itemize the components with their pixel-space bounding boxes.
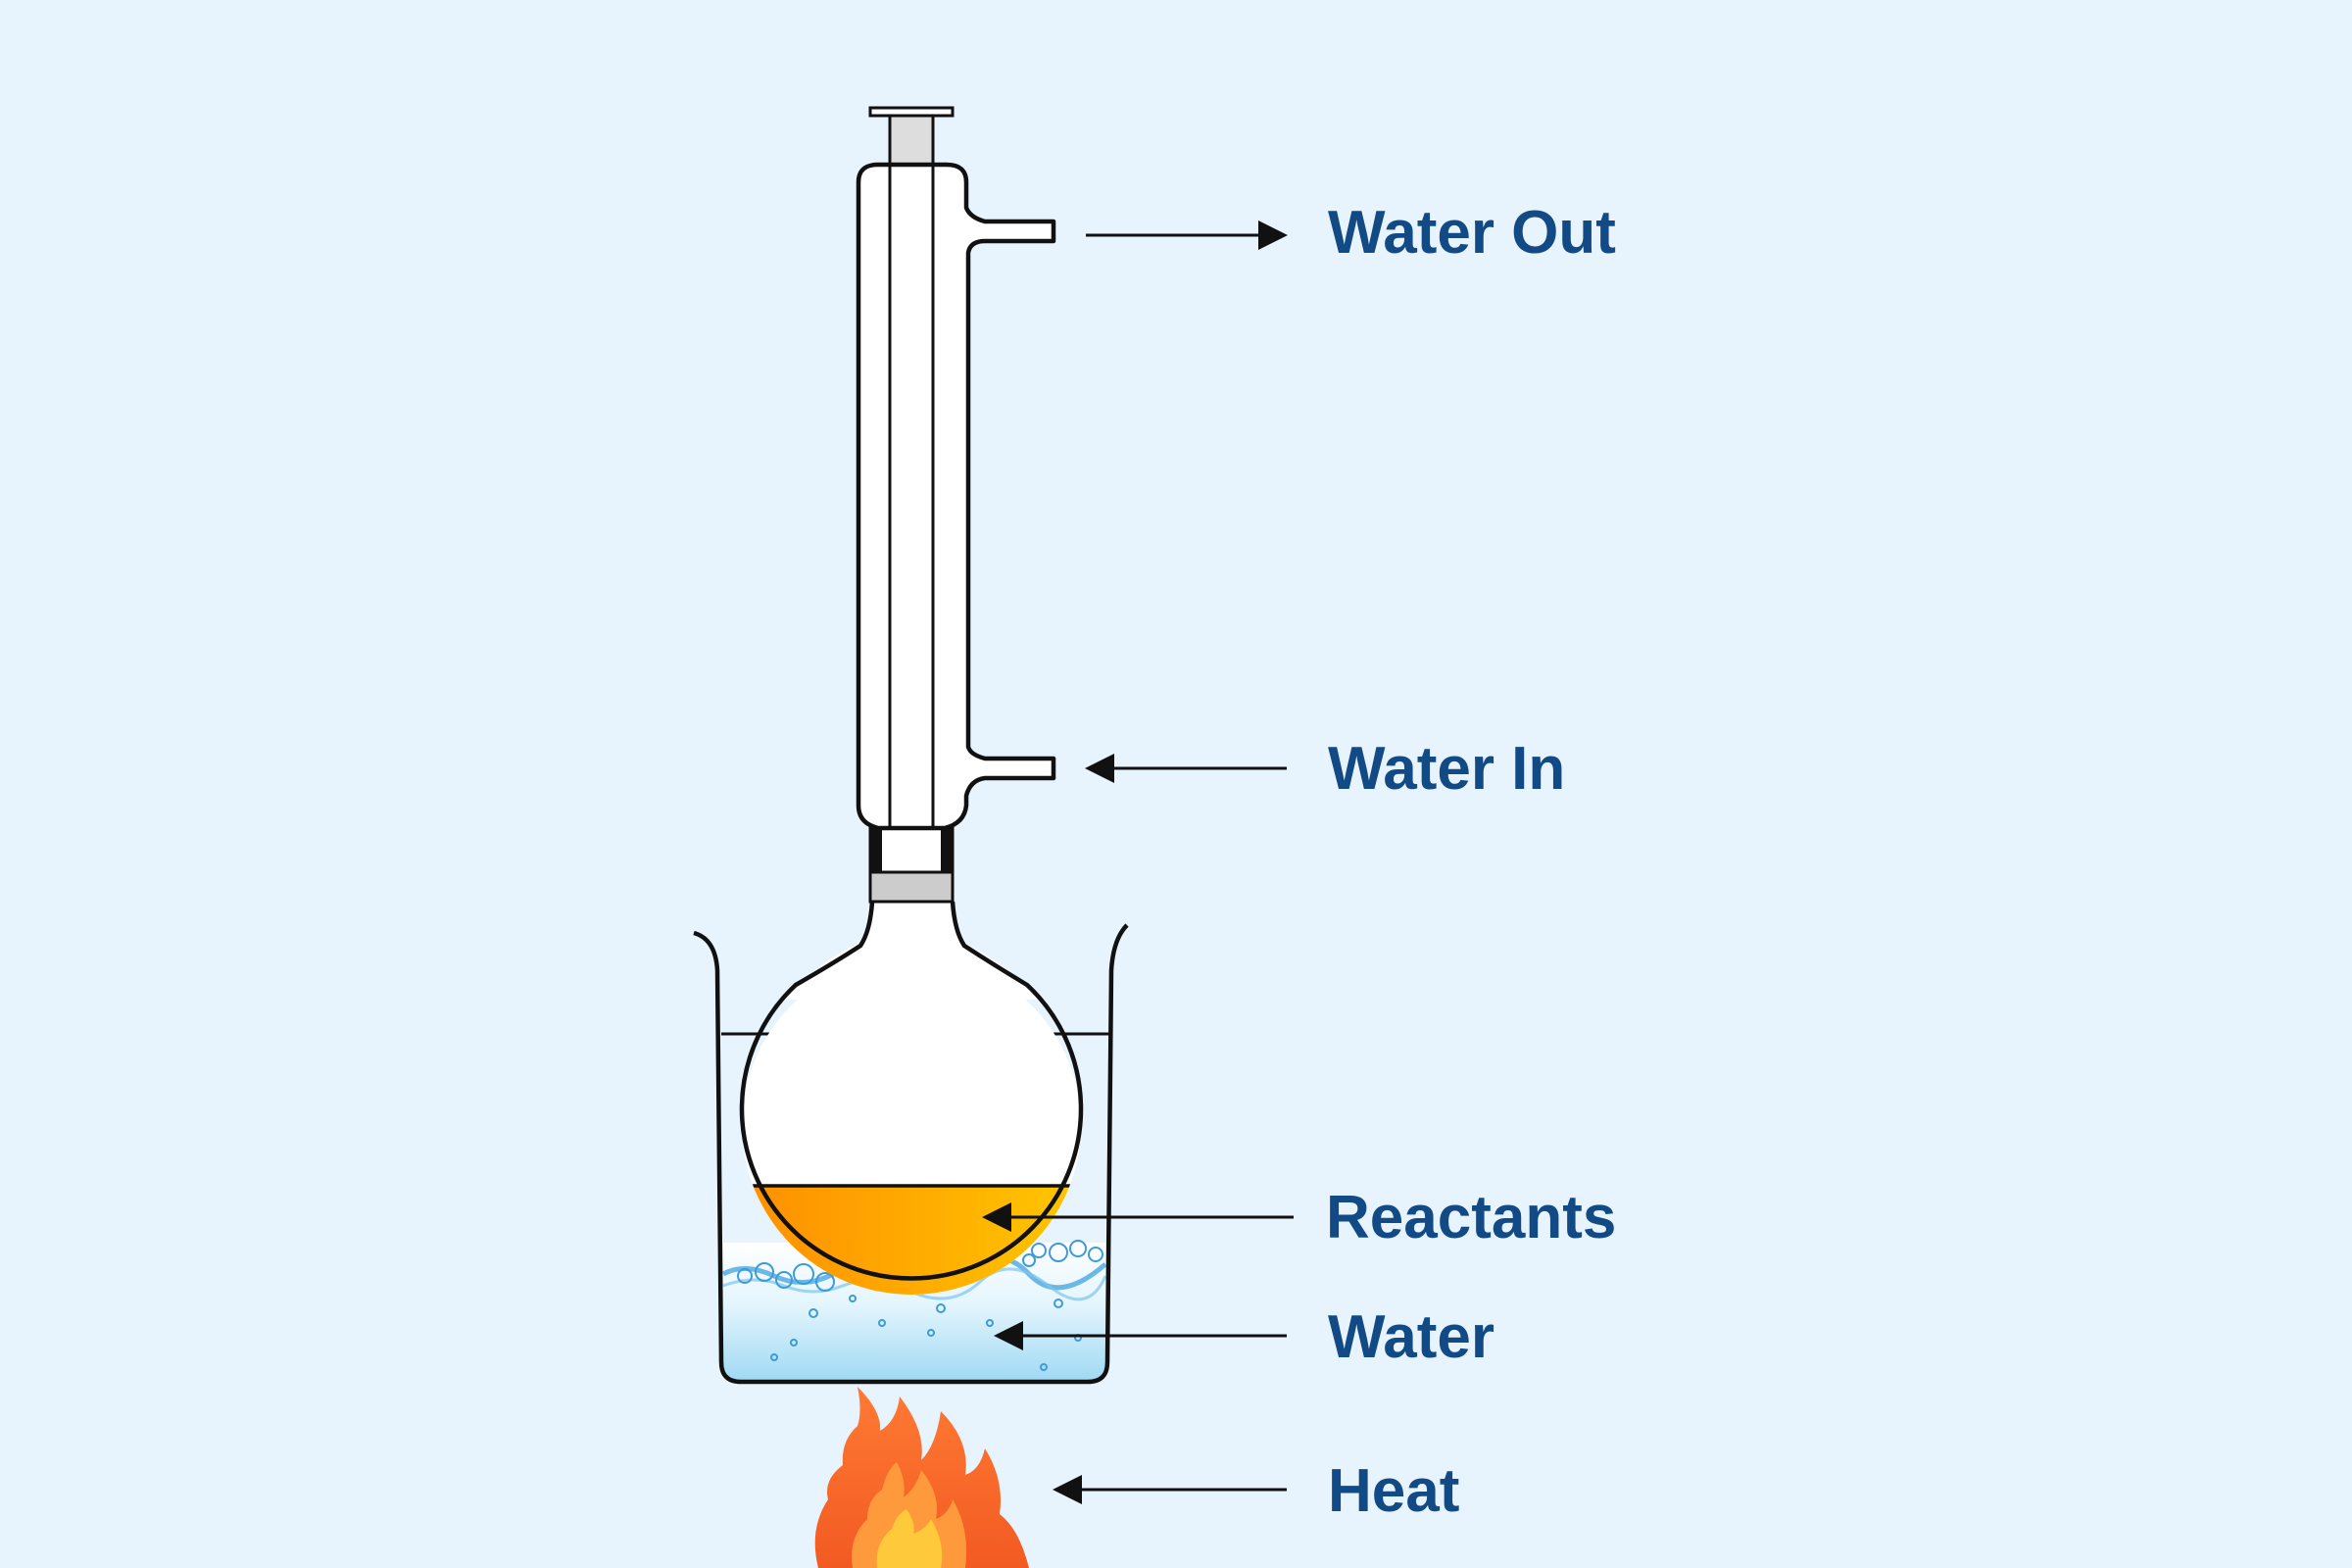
- bubbles: [737, 1240, 1103, 1371]
- liebig-condenser: [856, 106, 1056, 831]
- joint-connector: [868, 826, 955, 904]
- label-heat: Heat: [1328, 1457, 1459, 1525]
- label-water-out: Water Out: [1328, 199, 1616, 267]
- arrows: [982, 220, 1294, 1504]
- beaker: [693, 923, 1129, 1385]
- label-water: Water: [1328, 1303, 1494, 1371]
- label-reactants: Reactants: [1326, 1184, 1616, 1251]
- flame-icon: [814, 1387, 1029, 1568]
- label-water-in: Water In: [1328, 735, 1565, 803]
